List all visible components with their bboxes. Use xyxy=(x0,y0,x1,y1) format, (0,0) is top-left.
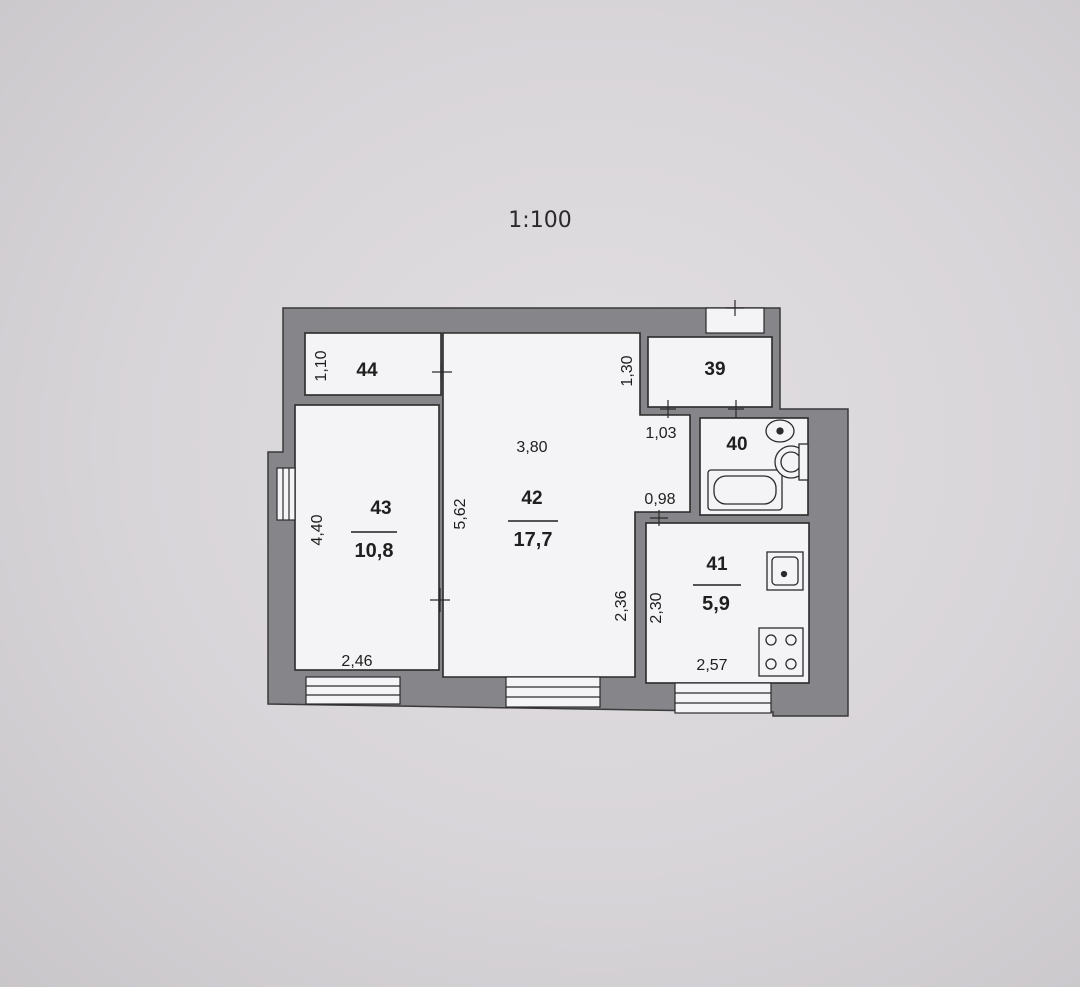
room-41-dim-3: 2,57 xyxy=(696,657,727,674)
window-icon xyxy=(674,682,772,714)
scale-label: 1:100 xyxy=(508,208,572,233)
door-icon xyxy=(650,510,668,526)
doors xyxy=(430,300,744,612)
room-42 xyxy=(442,332,691,678)
room-43-dim-1: 4,40 xyxy=(309,514,326,545)
window-icon xyxy=(305,676,401,705)
room-42-area: 17,7 xyxy=(514,529,553,551)
room-43-area: 10,8 xyxy=(355,540,394,562)
room-44-dim-1: 1,10 xyxy=(313,350,330,381)
room-43-dim-2: 2,46 xyxy=(341,653,372,670)
room-39 xyxy=(647,336,773,408)
room-39-dim-1: 1,30 xyxy=(619,355,636,386)
bathtub-icon xyxy=(707,469,783,511)
toilet-icon xyxy=(774,443,809,481)
fixtures xyxy=(707,419,809,677)
room-41-dim-2: 2,30 xyxy=(648,592,665,623)
room-44 xyxy=(304,332,442,396)
room-43 xyxy=(294,404,440,671)
rooms xyxy=(294,332,810,684)
room-41-area: 5,9 xyxy=(702,593,730,615)
door-icon xyxy=(726,300,744,316)
stove-icon xyxy=(758,627,804,677)
room-42-dim-1: 3,80 xyxy=(516,439,547,456)
room-43-number: 43 xyxy=(370,498,391,519)
window-icon xyxy=(505,676,601,708)
room-41-dim-1: 0,98 xyxy=(644,491,675,508)
room-39-number: 39 xyxy=(704,359,725,380)
door-icon xyxy=(432,364,452,380)
washbasin-icon xyxy=(765,419,795,443)
windows xyxy=(276,307,772,714)
room-42-dim-2: 5,62 xyxy=(452,498,469,529)
window-icon xyxy=(276,467,296,521)
door-icon xyxy=(660,400,676,418)
sink-icon xyxy=(766,551,804,591)
door-icon xyxy=(728,400,744,418)
room-42-number: 42 xyxy=(521,488,542,509)
room-41-number: 41 xyxy=(706,554,728,575)
labels: 44 1,10 43 10,8 4,40 2,46 42 17,7 3,80 5… xyxy=(309,350,748,674)
door-icon xyxy=(430,588,450,612)
room-40-dim-1: 1,03 xyxy=(645,425,676,442)
room-40-number: 40 xyxy=(726,434,747,455)
room-44-number: 44 xyxy=(356,360,378,381)
room-42-dim-3: 2,36 xyxy=(613,590,630,621)
